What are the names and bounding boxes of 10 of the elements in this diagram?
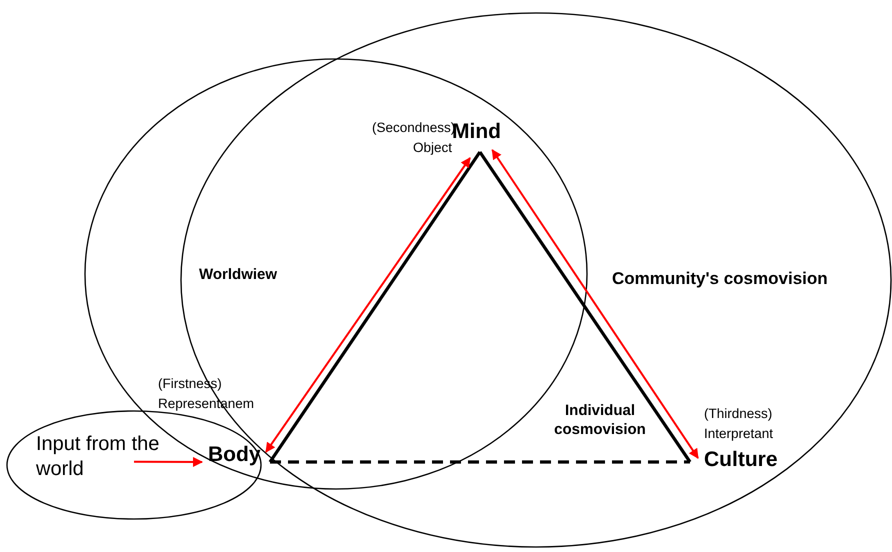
node-label: Mind: [452, 118, 514, 146]
ellipse-label: Worldwiew: [199, 266, 278, 285]
ellipse-label: Community's cosmovision: [612, 268, 829, 290]
ellipse-label: Input from the world: [36, 432, 160, 482]
region-label: Individual cosmovision: [553, 402, 647, 440]
node-label: Culture: [704, 446, 788, 474]
arrow: [134, 456, 203, 467]
caption-text: (Secondness) Object: [372, 119, 452, 157]
caption-text: (Thirdness) Interpretant: [704, 405, 774, 443]
connector-line: [270, 460, 690, 464]
